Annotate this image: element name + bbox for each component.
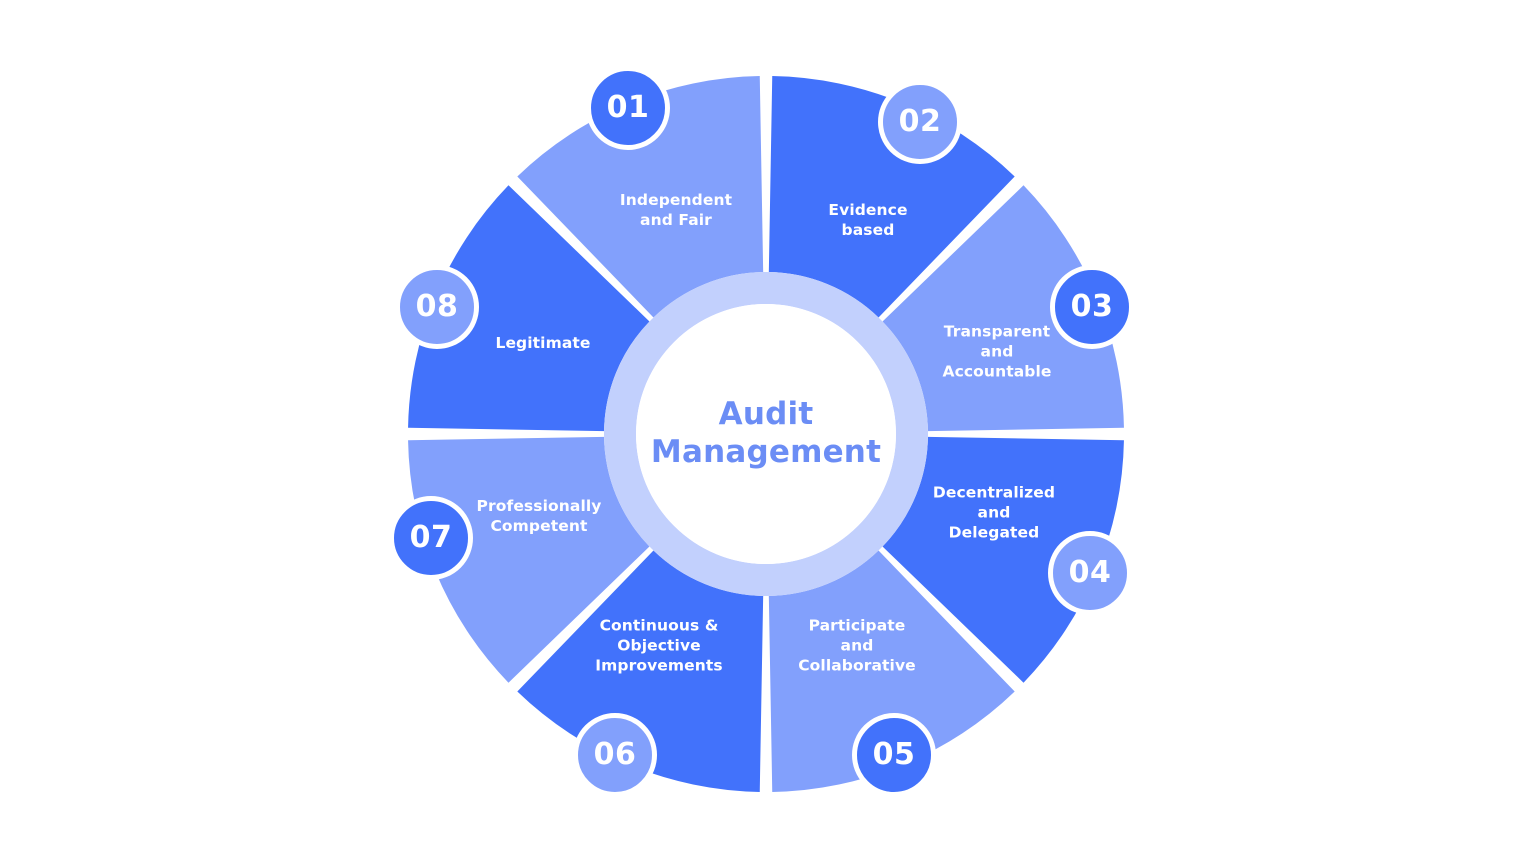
badge-number-08: 08: [415, 289, 459, 324]
segment-badge-06[interactable]: 06: [573, 713, 657, 797]
segment-badge-02[interactable]: 02: [878, 80, 962, 164]
wheel-segment-07[interactable]: [408, 185, 650, 432]
wheel-segment-06[interactable]: [408, 436, 650, 683]
badge-number-04: 04: [1068, 555, 1112, 590]
segment-badge-04[interactable]: 04: [1048, 531, 1132, 615]
segment-badge-03[interactable]: 03: [1050, 265, 1134, 349]
badge-number-06: 06: [593, 737, 637, 772]
segment-badge-05[interactable]: 05: [852, 713, 936, 797]
center-white-circle: [636, 304, 896, 564]
segment-badge-01[interactable]: 01: [586, 66, 670, 150]
wheel-segment-03[interactable]: [882, 436, 1124, 683]
segment-badge-08[interactable]: 08: [395, 265, 479, 349]
wheel-segment-02[interactable]: [882, 185, 1124, 432]
segment-badge-07[interactable]: 07: [389, 496, 473, 580]
badge-number-03: 03: [1070, 289, 1114, 324]
center-halo-ring: [604, 272, 928, 596]
wheel-segment-04[interactable]: [768, 550, 1015, 792]
badge-number-07: 07: [409, 520, 453, 555]
badge-number-05: 05: [872, 737, 916, 772]
badge-number-01: 01: [606, 90, 650, 125]
wheel-segment-08[interactable]: [517, 76, 764, 318]
badge-number-02: 02: [898, 104, 942, 139]
